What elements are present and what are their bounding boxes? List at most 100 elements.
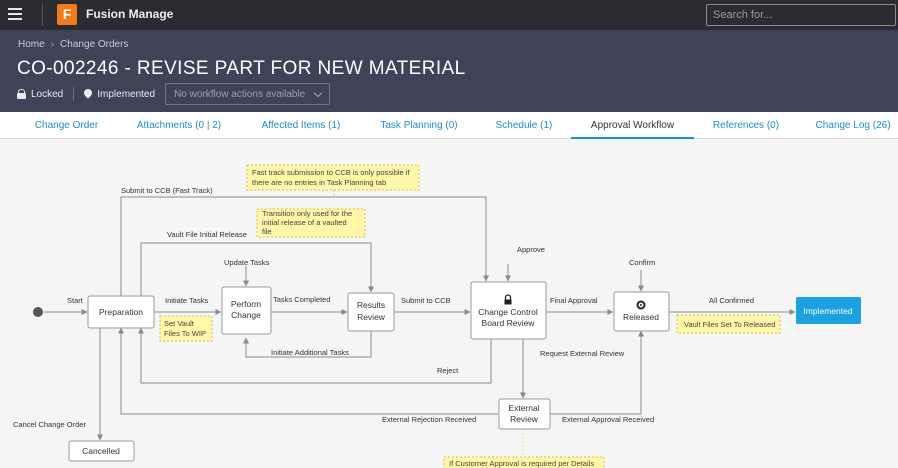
- node-label: Released: [623, 312, 659, 322]
- record-tabs: Change Order Attachments (0 | 2) Affecte…: [0, 112, 898, 139]
- note-set-vault-wip: Set Vault Files To WIP: [159, 315, 213, 342]
- app-name: Fusion Manage: [86, 7, 174, 21]
- note-text: Fast track submission to CCB is only pos…: [252, 168, 410, 177]
- transition-label: External Approval Received: [562, 415, 654, 424]
- node-released[interactable]: Released: [613, 291, 670, 332]
- node-box[interactable]: [498, 398, 551, 430]
- transition-label: Start: [67, 296, 84, 305]
- transition-submit-to-ccb-fast-track[interactable]: [120, 196, 489, 296]
- transition-label: Final Approval: [550, 296, 598, 305]
- transition-initiate-additional-tasks[interactable]: [243, 331, 372, 358]
- workflow-diagram-svg: Preparation Perform Change Results Revie…: [13, 164, 861, 468]
- node-perform-change[interactable]: Perform Change: [221, 286, 272, 335]
- menu-icon[interactable]: [8, 8, 22, 20]
- transition-label: Confirm: [629, 258, 655, 267]
- node-label: Cancelled: [82, 446, 120, 456]
- status-row: Locked Implemented No workflow actions a…: [17, 83, 331, 105]
- chevron-down-icon: [313, 88, 323, 97]
- location-pin-icon: [84, 89, 92, 99]
- lock-status: Locked: [17, 89, 63, 100]
- transition-label: Reject: [437, 366, 459, 375]
- note-text: Vault Files Set To Released: [684, 320, 775, 329]
- node-box[interactable]: [613, 291, 670, 332]
- node-box[interactable]: [68, 440, 135, 462]
- transition-label: All Confirmed: [709, 296, 754, 305]
- gear-icon: [636, 300, 646, 310]
- transition-label: Initiate Tasks: [165, 296, 208, 305]
- node-implemented[interactable]: Implemented: [796, 297, 861, 324]
- node-cancelled[interactable]: Cancelled: [68, 440, 135, 462]
- transition-label: Request External Review: [540, 349, 625, 358]
- note-text: there are no entries in Task Planning ta…: [252, 178, 386, 187]
- transition-labels: Start Initiate Tasks Tasks Completed Sub…: [13, 186, 754, 429]
- divider: [42, 4, 43, 26]
- workflow-state-label: Implemented: [97, 88, 156, 100]
- transition-label: Cancel Change Order: [13, 420, 86, 429]
- start-node[interactable]: [33, 307, 43, 317]
- note-text: Files To WIP: [164, 329, 206, 338]
- transition-lines: [44, 196, 796, 441]
- transition-label: Submit to CCB (Fast Track): [121, 186, 213, 195]
- node-label: External: [508, 403, 539, 413]
- lock-status-label: Locked: [31, 88, 64, 100]
- node-label: Perform: [231, 299, 261, 309]
- note-box: [246, 164, 420, 191]
- node-label: Results: [357, 300, 385, 310]
- node-ccb-review[interactable]: Change Control Board Review: [470, 281, 547, 340]
- tab-schedule[interactable]: Schedule (1): [495, 120, 553, 131]
- breadcrumb-home[interactable]: Home: [18, 39, 45, 50]
- transition-reject[interactable]: [138, 327, 492, 384]
- transition-label: Submit to CCB: [401, 296, 451, 305]
- app-logo[interactable]: F: [57, 4, 77, 25]
- note-text: Transition only used for the: [262, 209, 352, 218]
- note-box: [256, 208, 366, 238]
- tab-change-log[interactable]: Change Log (26): [815, 120, 891, 131]
- tab-references[interactable]: References (0): [712, 120, 780, 131]
- node-results-review[interactable]: Results Review: [347, 292, 395, 332]
- divider: [73, 87, 75, 101]
- transition-label: Vault File Initial Release: [167, 230, 247, 239]
- tab-attachments[interactable]: Attachments (0 | 2): [136, 120, 222, 131]
- node-label: Board Review: [482, 318, 536, 328]
- note-vault-released: Vault Files Set To Released: [676, 314, 781, 334]
- node-box[interactable]: [470, 281, 547, 340]
- note-text: Set Vault: [164, 319, 195, 328]
- transition-label: External Rejection Received: [382, 415, 476, 424]
- transition-label: Tasks Completed: [273, 295, 331, 304]
- node-label: Change: [231, 310, 261, 320]
- node-label: Preparation: [99, 307, 143, 317]
- tab-change-order[interactable]: Change Order: [34, 120, 99, 131]
- note-customer-approval: If Customer Approval is required per Det…: [443, 456, 605, 468]
- lock-icon: [504, 294, 512, 305]
- workflow-actions-dropdown[interactable]: No workflow actions available: [165, 83, 331, 105]
- node-box[interactable]: [796, 297, 861, 324]
- note-box: [676, 314, 781, 334]
- workflow-state: Implemented: [84, 89, 155, 100]
- workflow-diagram: Preparation Perform Change Results Revie…: [0, 140, 898, 468]
- node-label: Review: [510, 414, 539, 424]
- note-text: file: [262, 227, 272, 236]
- transition-external-rejection-received[interactable]: [118, 327, 498, 415]
- note-fast-track: Fast track submission to CCB is only pos…: [246, 164, 420, 191]
- node-box[interactable]: [347, 292, 395, 332]
- node-box[interactable]: [87, 295, 155, 329]
- breadcrumb-separator: ›: [50, 39, 55, 50]
- tab-affected-items[interactable]: Affected Items (1): [261, 120, 341, 131]
- page-title: CO-002246 - REVISE PART FOR NEW MATERIAL: [17, 58, 466, 79]
- transition-external-approval-received[interactable]: [550, 330, 644, 415]
- node-box[interactable]: [221, 286, 272, 335]
- node-preparation[interactable]: Preparation: [87, 295, 155, 329]
- note-box: [443, 456, 605, 468]
- note-text: If Customer Approval is required per Det…: [449, 459, 594, 468]
- node-label: Implemented: [803, 306, 852, 316]
- transition-label: Initiate Additional Tasks: [271, 348, 349, 357]
- breadcrumb-change-orders[interactable]: Change Orders: [60, 39, 129, 50]
- node-label: Review: [357, 312, 386, 322]
- transition-vault-file-initial-release[interactable]: [140, 242, 374, 296]
- node-external-review[interactable]: External Review: [498, 398, 551, 430]
- note-box: [159, 315, 213, 342]
- tab-task-planning[interactable]: Task Planning (0): [380, 120, 458, 131]
- search-input[interactable]: [706, 4, 896, 26]
- node-label: Change Control: [478, 307, 538, 317]
- tab-approval-workflow[interactable]: Approval Workflow: [571, 112, 694, 139]
